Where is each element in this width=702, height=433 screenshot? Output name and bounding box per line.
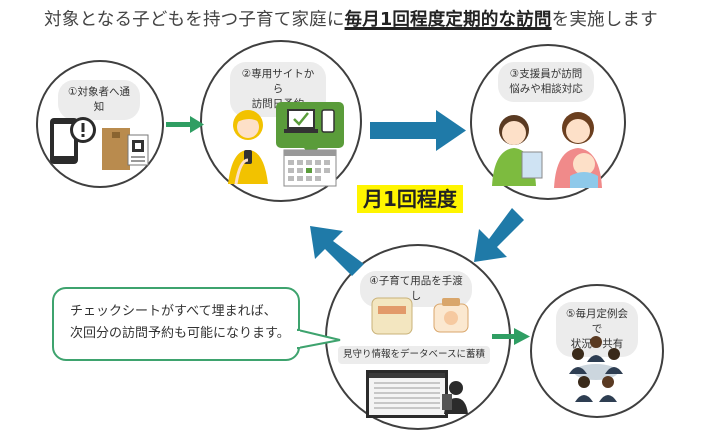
title-suffix: を実施します [551,10,658,30]
note-tail-mask [296,331,300,347]
title-highlight: 毎月1回程度定期的な訪問 [344,10,552,30]
arrow-step4-to-step2 [310,226,364,276]
arrow-step4-to-step5 [492,328,530,345]
woman-with-phone-icon [228,110,268,185]
database-label: 見守り情報をデータベースに蓄積 [338,346,490,364]
calendar-icon [283,149,337,187]
qr-code-icon [127,134,149,166]
page-title: 対象となる子どもを持つ子育て家庭に毎月1回程度定期的な訪問を実施します [0,6,702,31]
smartphone-alert-icon [50,117,96,164]
arrow-step1-to-step2 [166,116,204,133]
arrow-step3-to-step4 [474,208,524,262]
database-screen-icon [366,370,468,418]
note-tail [297,328,341,350]
laptop-icon [276,102,344,158]
frequency-label: 月1回程度 [357,185,463,213]
meeting-people-icon [569,336,623,402]
baby-items-icon [371,297,469,335]
envelope-icon [102,128,130,170]
checksheet-note: チェックシートがすべて埋まれば、 次回分の訪問予約も可能になります。 [52,287,300,361]
title-prefix: 対象となる子どもを持つ子育て家庭に [44,10,345,30]
step3-label: ③支援員が訪問 悩みや相談対応 [498,62,594,102]
caregivers-icon [492,112,602,188]
arrow-step2-to-step3 [370,110,466,151]
step1-label: ①対象者へ通知 [58,80,140,120]
